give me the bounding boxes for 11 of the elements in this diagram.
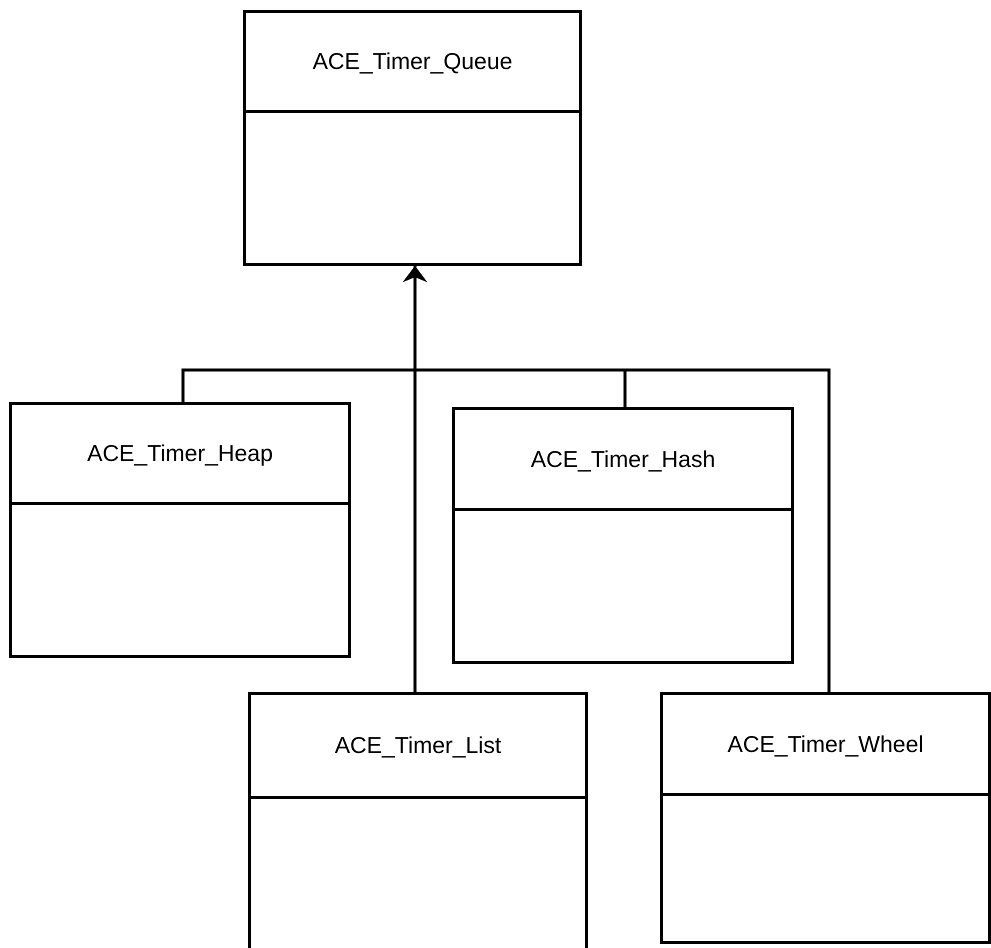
class-box (9, 402, 351, 658)
class-box (452, 407, 794, 664)
class-name: ACE_Timer_List (334, 732, 502, 759)
class-name: ACE_Timer_Heap (87, 440, 273, 467)
inheritance-arrow (403, 266, 830, 692)
class-name: ACE_Timer_Queue (312, 48, 512, 75)
class-name: ACE_Timer_Wheel (728, 730, 924, 758)
class-box (243, 10, 582, 266)
class-box (660, 692, 991, 944)
class-name: ACE_Timer_Hash (530, 446, 716, 472)
class-box (248, 692, 588, 948)
